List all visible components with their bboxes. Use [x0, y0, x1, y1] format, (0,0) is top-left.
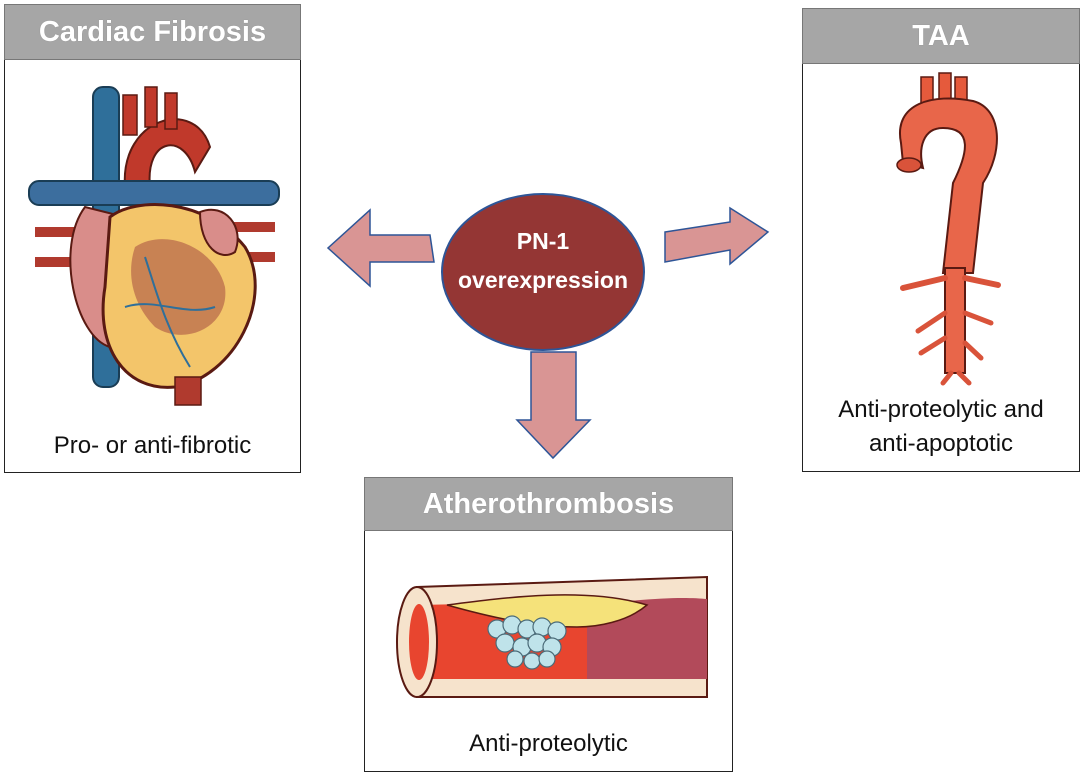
arrow-right [664, 206, 770, 266]
aorta-illustration [896, 72, 1001, 386]
overexpression-label: overexpression [457, 267, 629, 293]
cardiac-caption: Pro- or anti-fibrotic [53, 432, 252, 459]
arrow-down [515, 351, 592, 460]
taa-caption-line2: anti-apoptotic [868, 430, 1014, 457]
taa-header: TAA [802, 8, 1080, 64]
taa-panel: Anti-proteolytic and anti-apoptotic [802, 62, 1080, 472]
athero-caption: Anti-proteolytic [469, 730, 628, 757]
pn1-ellipse [441, 193, 645, 351]
heart-illustration [28, 86, 280, 406]
cardiac-fibrosis-header: Cardiac Fibrosis [4, 4, 301, 60]
center-diagram [326, 193, 770, 460]
atherothrombosis-panel: Anti-proteolytic [364, 528, 733, 772]
atherothrombosis-header: Atherothrombosis [364, 477, 733, 531]
taa-caption-line1: Anti-proteolytic and [838, 396, 1044, 423]
cardiac-fibrosis-panel: Pro- or anti-fibrotic [4, 58, 301, 473]
artery-plaque-illustration [396, 575, 708, 698]
arrow-left [326, 208, 435, 288]
pn1-label: PN-1 [516, 228, 570, 254]
